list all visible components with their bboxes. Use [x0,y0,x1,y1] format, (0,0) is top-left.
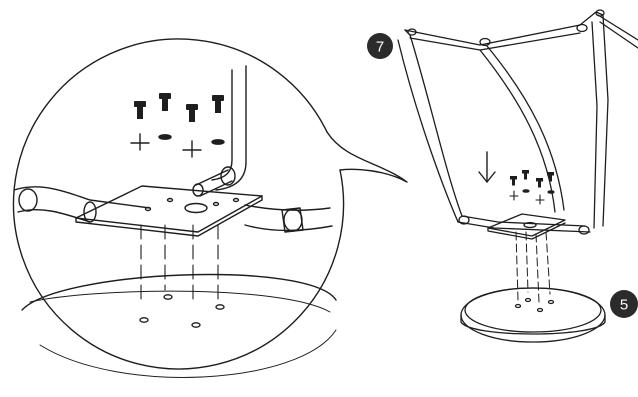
screws-overview [510,170,554,188]
washers-overview [509,189,555,205]
tube-clamps-detail [18,166,304,233]
magnified-detail-view [12,38,408,378]
base-disc-overview [460,287,606,343]
screws-detail [134,93,224,122]
down-arrow-icon [478,151,496,183]
washers-detail [130,133,225,158]
callout-label-7: 7 [376,39,384,56]
callout-badge-7: 7 [367,33,393,59]
mounting-plate-detail [75,185,263,237]
callout-badge-5: 5 [610,290,638,318]
callout-label-5: 5 [620,297,628,314]
base-disc-detail [21,273,337,378]
magnifier-pointer [326,131,408,183]
chair-frame [397,9,638,235]
alignment-lines-overview [515,231,551,303]
mounting-plate-overview [487,213,566,240]
alignment-lines-detail [140,224,219,306]
base-holes-detail [139,294,225,328]
assembly-overview [397,9,638,343]
frame-tubes-detail [13,65,333,232]
magnifier-circle [12,38,345,370]
